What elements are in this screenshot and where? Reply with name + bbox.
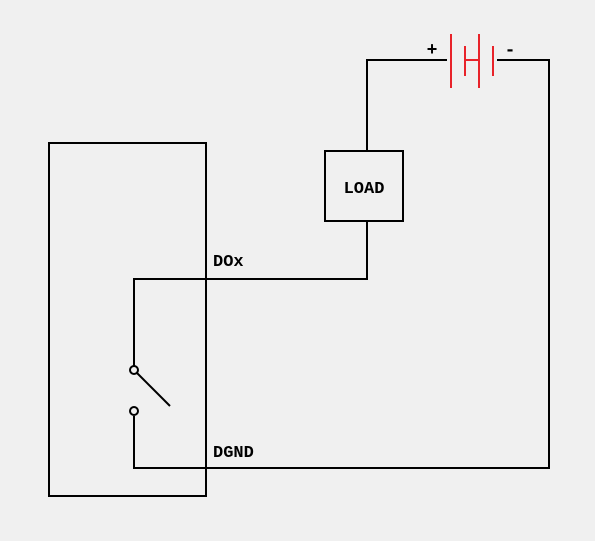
switch-lever — [136, 372, 171, 407]
dox-pin-label: DOx — [213, 253, 244, 272]
load-to-battery-wire — [366, 59, 447, 151]
switch-contact-top — [129, 365, 139, 375]
dgnd-return-wire — [133, 59, 550, 469]
load-label: LOAD — [344, 180, 385, 199]
dox-output-wire — [133, 221, 368, 366]
battery-positive-label: + — [427, 41, 438, 61]
battery-negative-label: - — [505, 41, 516, 61]
switch-contact-bottom — [129, 406, 139, 416]
load-box — [324, 150, 404, 222]
device-module-box — [48, 142, 207, 497]
dgnd-pin-label: DGND — [213, 444, 254, 463]
battery-symbol — [450, 34, 494, 88]
